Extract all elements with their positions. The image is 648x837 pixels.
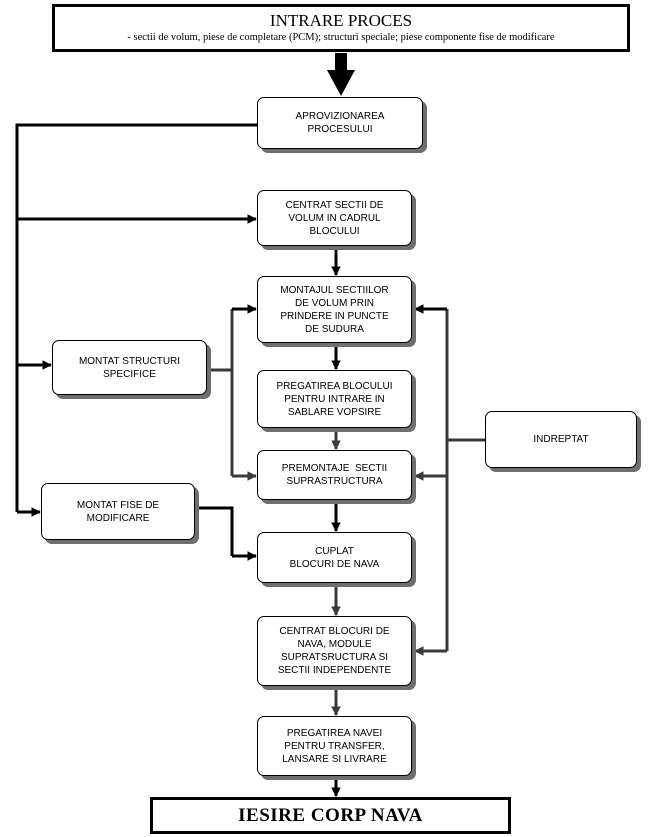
node-pregatire-bloc-line: PREGATIREA BLOCULUI bbox=[276, 380, 393, 392]
node-centrat-sectii-line: BLOCULUI bbox=[309, 225, 360, 237]
node-pregatire-bloc-line: PENTRU INTRARE IN bbox=[284, 393, 385, 405]
node-montaj-sectii: MONTAJUL SECTIILOR DE VOLUM PRIN PRINDER… bbox=[257, 276, 412, 343]
node-structuri-line: MONTAT STRUCTURI bbox=[78, 355, 181, 367]
input-arrow bbox=[327, 53, 355, 96]
node-pregatire-bloc: PREGATIREA BLOCULUI PENTRU INTRARE IN SA… bbox=[257, 370, 412, 428]
node-premontaj-line: SUPRASTRUCTURA bbox=[286, 476, 383, 487]
node-fise-line: MODIFICARE bbox=[86, 512, 150, 524]
node-pregatire-nava-line: LANSARE SI LIVRARE bbox=[282, 753, 387, 765]
node-premontaj-line: PREMONTAJE SECTII bbox=[281, 463, 388, 474]
node-indreptat-line: INDREPTAT bbox=[533, 434, 589, 445]
node-pregatire-bloc-line: SABLARE VOPSIRE bbox=[287, 406, 382, 418]
process-output-title: IESIRE CORP NAVA bbox=[238, 804, 423, 826]
node-structuri-line: SPECIFICE bbox=[103, 368, 156, 380]
process-input-title: INTRARE PROCES bbox=[269, 11, 413, 30]
node-centrat-blocuri-line: SUPRATSRUCTURA SI bbox=[280, 652, 389, 663]
node-fise-line: MONTAT FISE DE bbox=[76, 499, 160, 511]
node-cuplat: CUPLAT BLOCURI DE NAVA bbox=[257, 532, 412, 583]
node-centrat-sectii: CENTRAT SECTII DE VOLUM IN CADRUL BLOCUL… bbox=[257, 190, 412, 246]
node-centrat-blocuri-line: NAVA, MODULE bbox=[297, 639, 372, 650]
fise-link-line bbox=[195, 506, 234, 556]
node-aprovizionare: APROVIZIONAREA PROCESULUI bbox=[257, 97, 423, 149]
process-input-subtitle: - sectii de volum, piese de completare (… bbox=[127, 32, 555, 43]
node-structuri-specifice: MONTAT STRUCTURI SPECIFICE bbox=[52, 340, 207, 395]
node-pregatire-nava-line: PREGATIREA NAVEI bbox=[286, 727, 383, 739]
node-centrat-blocuri-line: SECTII INDEPENDENTE bbox=[277, 665, 392, 676]
node-montaj-sectii-line: PRINDERE IN PUNCTE bbox=[280, 310, 389, 322]
node-pregatire-nava: PREGATIREA NAVEI PENTRU TRANSFER, LANSAR… bbox=[257, 716, 412, 776]
node-aprovizionare-line: APROVIZIONAREA bbox=[295, 111, 385, 122]
node-centrat-sectii-line: CENTRAT SECTII DE bbox=[285, 199, 384, 211]
node-centrat-sectii-line: VOLUM IN CADRUL bbox=[288, 212, 381, 224]
node-pregatire-nava-line: PENTRU TRANSFER, bbox=[284, 740, 385, 752]
process-input-box: INTRARE PROCES - sectii de volum, piese … bbox=[52, 4, 630, 52]
structuri-link-line bbox=[207, 309, 234, 372]
node-cuplat-line: BLOCURI DE NAVA bbox=[289, 558, 380, 570]
process-output-box: IESIRE CORP NAVA bbox=[150, 797, 511, 834]
node-indreptat: INDREPTAT bbox=[485, 411, 637, 468]
node-aprovizionare-line: PROCESULUI bbox=[307, 124, 373, 135]
node-cuplat-line: CUPLAT bbox=[315, 545, 354, 557]
node-centrat-blocuri: CENTRAT BLOCURI DE NAVA, MODULE SUPRATSR… bbox=[257, 616, 412, 686]
node-montaj-sectii-line: MONTAJUL SECTIILOR bbox=[280, 284, 389, 296]
node-fise-modificare: MONTAT FISE DE MODIFICARE bbox=[41, 483, 195, 540]
node-premontaj: PREMONTAJE SECTII SUPRASTRUCTURA bbox=[257, 450, 412, 500]
node-centrat-blocuri-line: CENTRAT BLOCURI DE bbox=[279, 626, 390, 637]
node-montaj-sectii-line: DE VOLUM PRIN bbox=[295, 297, 374, 309]
supply-feed-line bbox=[15, 123, 258, 512]
node-montaj-sectii-line: DE SUDURA bbox=[305, 323, 364, 335]
